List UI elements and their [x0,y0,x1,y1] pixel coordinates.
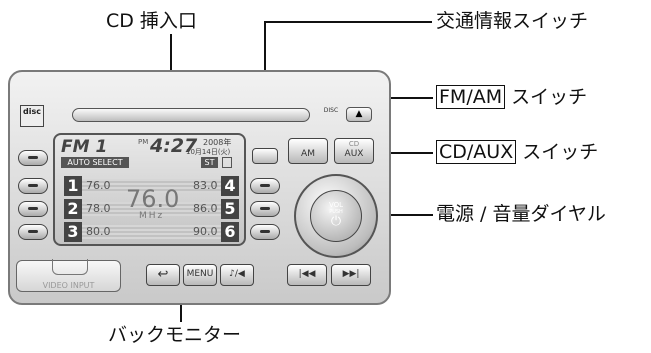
year-value: 2008 [203,138,224,147]
year-label: 2008年 [203,137,231,148]
cd-aux-key: CD/AUX [436,140,517,164]
clock-time: 4:27 [150,135,198,157]
preset-strip-3 [64,225,239,239]
preset-6-value: 90.0 [193,225,218,238]
preset-2-value: 78.0 [86,202,111,215]
preset-1-side-button[interactable] [18,178,48,194]
video-input-panel: VIDEO INPUT [16,259,121,292]
preset-6-side-button[interactable] [250,224,280,240]
next-track-button[interactable]: ▶▶| [331,264,371,286]
traffic-info-switch[interactable] [252,148,278,164]
fm-am-switch[interactable]: AM [288,138,328,164]
disc-logo: disc [20,105,44,127]
video-input-cover[interactable] [52,259,88,275]
preset-1-number: 1 [64,176,82,196]
frequency-unit: MHz [139,211,165,221]
preset-3-side-button[interactable] [18,224,48,240]
power-icon: ⏻ [330,214,342,229]
cd-aux-switch[interactable]: CD AUX [334,138,374,164]
preset-strip-2 [64,202,239,216]
preset-4-number: 4 [221,176,239,196]
date-label: 10月14日(火) [186,148,231,156]
band-label: FM 1 [61,137,108,157]
callout-cd-aux: CD/AUX スイッチ [436,140,599,164]
video-input-label: VIDEO INPUT [42,281,95,290]
callout-cd-slot: CD 挿入口 [106,10,197,32]
push-label: PUSH [329,209,343,215]
preset-5-value: 86.0 [193,202,218,215]
preset-strip-1 [64,179,239,193]
cd-aux-rest: スイッチ [516,141,599,163]
back-monitor-screen: FM 1 PM 4:27 2008年 10月14日(火) AUTO SELECT… [53,133,246,246]
callout-traffic-info: 交通情報スイッチ [436,10,589,32]
preset-6-number: 6 [221,222,239,242]
leader-traffic-h [264,21,432,23]
preset-4-value: 83.0 [193,179,218,192]
volume-dial-center[interactable]: VOL PUSH ⏻ [310,190,362,242]
scan-button[interactable] [18,150,48,166]
preset-3-value: 80.0 [86,225,111,238]
aux-label: AUX [344,149,364,159]
auto-select-badge: AUTO SELECT [61,157,129,168]
preset-5-number: 5 [221,199,239,219]
cd-slot [72,108,310,122]
preset-2-number: 2 [64,199,82,219]
prev-track-button[interactable]: |◀◀ [287,264,327,286]
preset-1-value: 76.0 [86,179,111,192]
stereo-badge: ST [201,157,218,168]
vol-label: VOL [328,201,344,209]
back-button[interactable]: ↩ [146,264,180,286]
leader-cd-aux [356,152,433,154]
am-label: AM [301,149,315,159]
preset-5-side-button[interactable] [250,201,280,217]
preset-3-number: 3 [64,222,82,242]
year-unit: 年 [223,138,232,147]
pm-label: PM [138,138,149,146]
memory-icon [222,157,232,168]
fm-am-rest: スイッチ [505,86,588,108]
fm-am-key: FM/AM [436,85,506,109]
callout-back-monitor: バックモニター [108,324,242,346]
preset-4-side-button[interactable] [250,178,280,194]
callout-fm-am: FM/AM スイッチ [436,85,588,109]
callout-power-volume: 電源 / 音量ダイヤル [436,203,606,225]
eject-button[interactable]: ▲ [346,107,372,122]
cd-label: CD [348,140,360,148]
audio-button[interactable]: ♪/◀ [220,264,254,286]
power-volume-dial[interactable]: VOL PUSH ⏻ [294,174,378,258]
preset-2-side-button[interactable] [18,201,48,217]
menu-button[interactable]: MENU [183,264,217,286]
disc-indicator: DISC [323,107,339,114]
frequency-display: 76.0 [126,185,180,213]
